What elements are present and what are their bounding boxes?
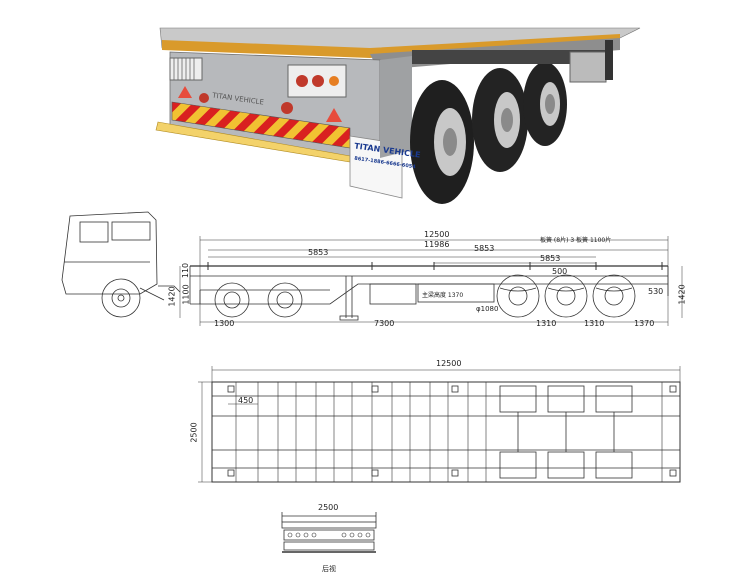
- dim-kingpin-to-axle: 5853: [474, 244, 495, 253]
- rear-view-caption: 后视: [322, 565, 336, 573]
- dim-height-rear: 1420: [677, 284, 687, 305]
- dim-axle-span: 5853: [540, 254, 561, 263]
- dim-rear-overhang: 1370: [634, 319, 655, 328]
- leaf-spring-note: 板簧 (8片) 3 板簧 1100片: [540, 237, 612, 244]
- dim-rear-step: 530: [648, 287, 664, 296]
- trailer-photo: [150, 10, 650, 210]
- dim-height-mid: 500: [552, 267, 568, 276]
- top-width: 2500: [189, 422, 199, 443]
- tire-diameter-note: φ1080: [476, 305, 499, 313]
- dim-height-front: 1420: [167, 286, 177, 307]
- top-overall-length: 12500: [436, 359, 462, 368]
- rear-width: 2500: [318, 503, 339, 512]
- trailer-top-view: [211, 381, 681, 483]
- top-dimension-lines: [198, 366, 681, 483]
- dim-axle-spacing-1: 1310: [536, 319, 557, 328]
- frame-note: 主梁高度 1370: [422, 292, 464, 299]
- dim-neck-height: 1100: [181, 284, 191, 305]
- dim-deck-height-front: 110: [181, 262, 191, 279]
- dim-axle-spacing-2: 1310: [584, 319, 605, 328]
- dim-front-overhang: 1300: [214, 319, 235, 328]
- top-crossmember-pitch: 450: [238, 396, 254, 405]
- dim-kingpin-to-gear: 7300: [374, 319, 395, 328]
- trailer-rear-view: [281, 512, 377, 553]
- dim-deck-length: 11986: [424, 240, 450, 249]
- tractor-outline: [61, 211, 181, 318]
- dim-landing-gear-span: 5853: [308, 248, 329, 257]
- trailer-side-view: [189, 262, 669, 321]
- dim-overall-length: 12500: [424, 230, 450, 239]
- side-dimension-lines: [179, 236, 683, 326]
